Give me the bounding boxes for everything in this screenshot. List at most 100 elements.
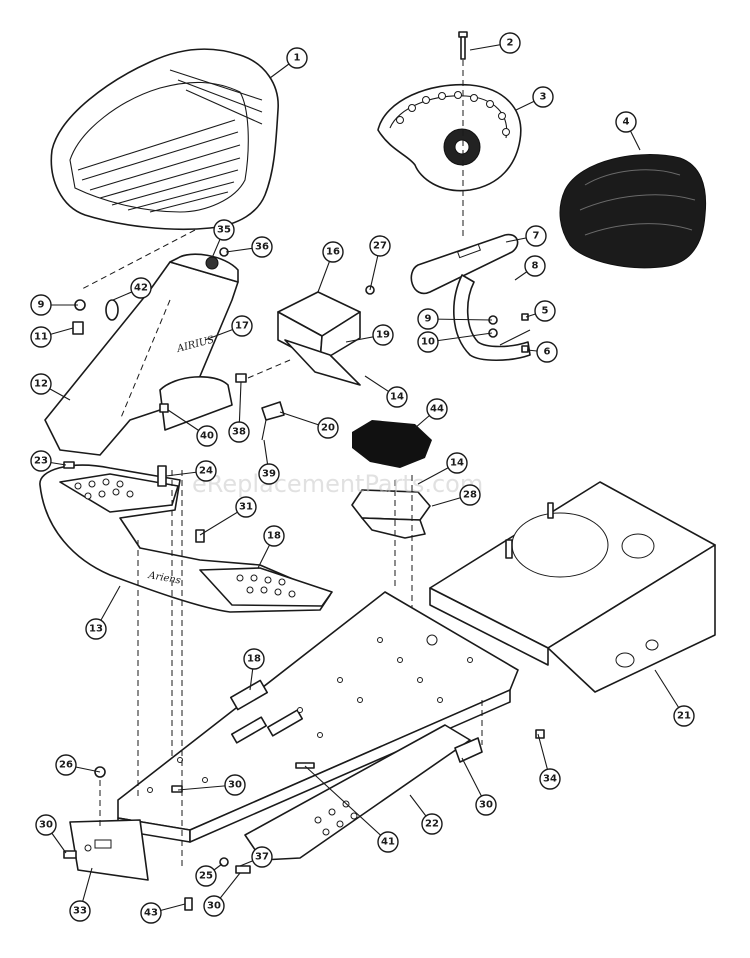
- callout-27: 27: [369, 235, 391, 291]
- bolt-2: [458, 31, 468, 240]
- callout-circle: [30, 294, 52, 316]
- callout-38: 38: [228, 381, 250, 443]
- callout-circle: [499, 32, 521, 54]
- callout-9: 9: [417, 308, 493, 330]
- callout-circle: [140, 902, 162, 924]
- callout-circle: [30, 326, 52, 348]
- callout-36: 36: [225, 236, 273, 258]
- main-frame: [117, 591, 519, 843]
- callout-circle: [459, 484, 481, 506]
- callout-circle: [130, 277, 152, 299]
- callout-number: 1: [294, 53, 301, 64]
- seat-hardware: [488, 313, 529, 353]
- callout-40: 40: [167, 409, 218, 447]
- callout-11: 11: [30, 326, 74, 348]
- callout-circle: [524, 255, 546, 277]
- callout-number: 8: [532, 261, 539, 272]
- callout-13: 13: [85, 585, 121, 640]
- callout-26: 26: [55, 754, 101, 776]
- callout-number: 42: [134, 283, 148, 294]
- callout-5: 5: [525, 300, 556, 322]
- callout-circle: [377, 831, 399, 853]
- callout-25: 25: [195, 863, 223, 887]
- callout-30: 30: [203, 872, 241, 917]
- callout-circle: [446, 452, 468, 474]
- callout-leader: [304, 765, 389, 843]
- callout-number: 34: [543, 774, 557, 785]
- callout-3: 3: [515, 86, 554, 111]
- callout-number: 31: [239, 502, 253, 513]
- callout-number: 30: [207, 901, 221, 912]
- callout-circle: [673, 705, 695, 727]
- callout-number: 24: [199, 466, 213, 477]
- callout-2: 2: [469, 32, 521, 54]
- callout-circle: [224, 774, 246, 796]
- callout-number: 9: [425, 314, 432, 325]
- callout-circle: [475, 794, 497, 816]
- callout-30: 30: [35, 814, 67, 854]
- callout-14: 14: [364, 375, 408, 408]
- callout-1: 1: [269, 47, 308, 79]
- callout-24: 24: [165, 460, 217, 482]
- callout-circle: [263, 525, 285, 547]
- seat-cushion: [559, 154, 707, 269]
- callout-18: 18: [243, 648, 265, 691]
- seat-molded: [50, 48, 279, 231]
- callout-number: 20: [321, 423, 335, 434]
- callout-31: 31: [199, 496, 257, 536]
- callout-circle: [35, 814, 57, 836]
- callout-number: 18: [267, 531, 281, 542]
- callout-circle: [195, 460, 217, 482]
- callout-12: 12: [30, 373, 71, 401]
- callout-number: 27: [373, 241, 387, 252]
- callout-4: 4: [615, 111, 641, 151]
- callout-number: 39: [262, 469, 276, 480]
- callout-30: 30: [461, 757, 497, 816]
- transmission-housing: [429, 481, 716, 693]
- callout-number: 14: [450, 458, 464, 469]
- callout-circle: [55, 754, 77, 776]
- callout-number: 19: [376, 330, 390, 341]
- callout-circle: [30, 450, 52, 472]
- callout-7: 7: [505, 225, 547, 247]
- callout-circle: [69, 900, 91, 922]
- callout-circle: [251, 236, 273, 258]
- callout-17: 17: [204, 315, 253, 341]
- callout-number: 17: [235, 321, 249, 332]
- seat-pan: [377, 83, 522, 192]
- callout-number: 13: [89, 624, 103, 635]
- callout-circle: [417, 331, 439, 353]
- callout-number: 21: [677, 711, 691, 722]
- battery-box: [247, 291, 361, 386]
- seat-bracket: [410, 233, 531, 362]
- callout-number: 30: [39, 820, 53, 831]
- callout-circle: [536, 341, 558, 363]
- callout-number: 25: [199, 871, 213, 882]
- callout-44: 44: [414, 398, 448, 429]
- callout-number: 18: [247, 654, 261, 665]
- callout-22: 22: [409, 794, 443, 835]
- callout-circle: [372, 324, 394, 346]
- callout-circle: [286, 47, 308, 69]
- callout-circle: [203, 895, 225, 917]
- callout-number: 16: [326, 247, 340, 258]
- callout-number: 12: [34, 379, 48, 390]
- callout-circle: [426, 398, 448, 420]
- callout-39: 39: [258, 439, 280, 485]
- callout-circle: [243, 648, 265, 670]
- callout-number: 35: [217, 225, 231, 236]
- callout-number: 9: [38, 300, 45, 311]
- callout-19: 19: [345, 324, 394, 346]
- callout-number: 44: [430, 404, 444, 415]
- callout-circle: [213, 219, 235, 241]
- callout-circle: [369, 235, 391, 257]
- callout-number: 6: [544, 347, 551, 358]
- callout-6: 6: [526, 341, 558, 363]
- console: AIRIUS: [44, 229, 239, 456]
- callout-number: 26: [59, 760, 73, 771]
- callout-number: 30: [479, 800, 493, 811]
- callout-21: 21: [654, 669, 695, 727]
- callout-circle: [85, 618, 107, 640]
- callout-14: 14: [417, 452, 468, 485]
